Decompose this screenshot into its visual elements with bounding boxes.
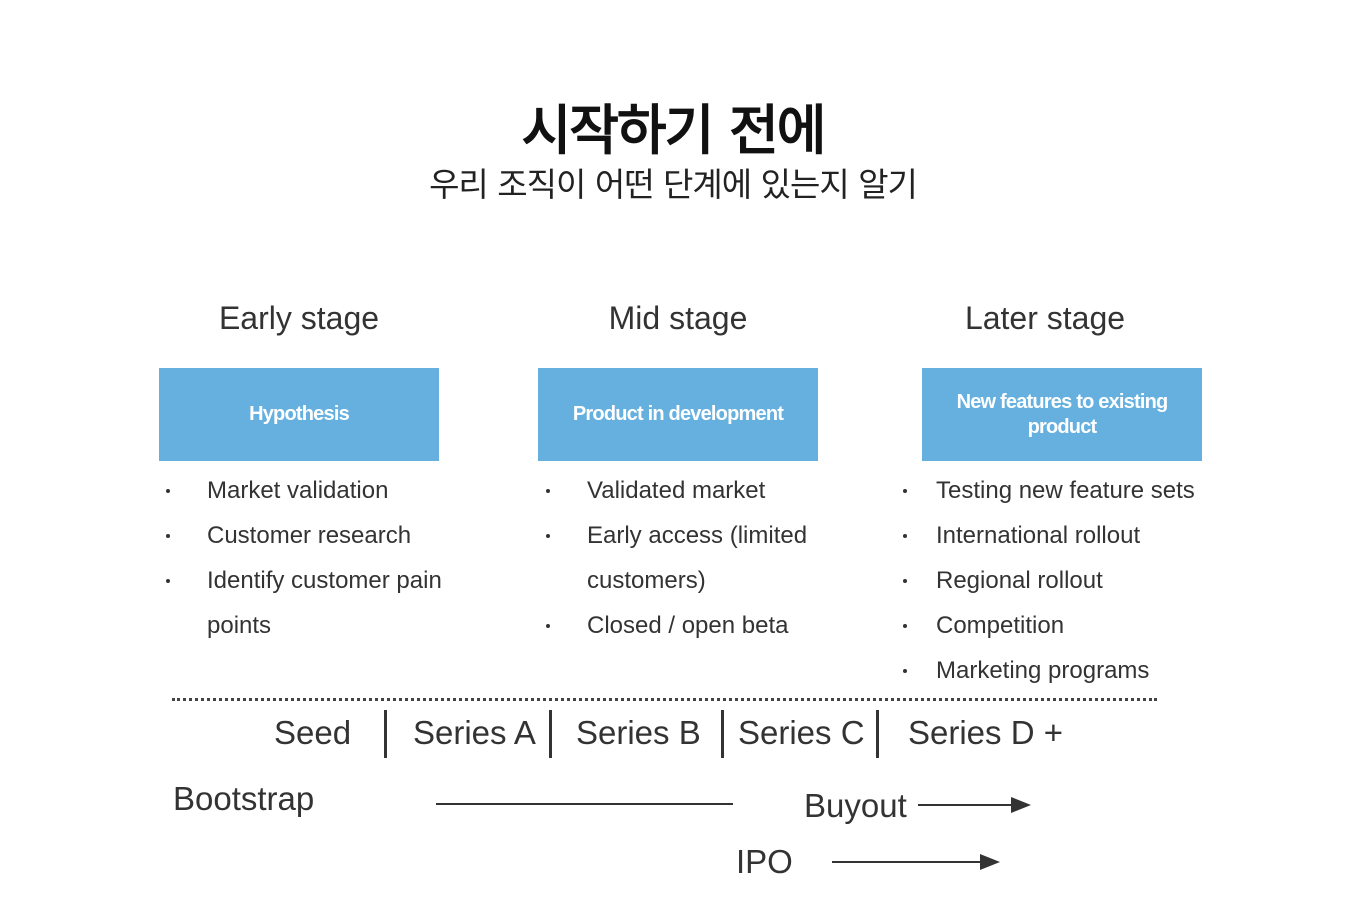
stage-bullet-list: Validated market Early access (limited c… xyxy=(546,468,827,648)
funding-round-series-b: Series B xyxy=(576,714,701,751)
bullet-text: International rollout xyxy=(936,522,1141,549)
bullet-text: Competition xyxy=(936,612,1065,639)
bullet-icon xyxy=(546,534,550,538)
bullet-text: Market validation xyxy=(207,477,389,504)
exit-buyout: Buyout xyxy=(804,787,907,824)
list-item: Customer research xyxy=(166,513,447,558)
round-separator xyxy=(876,710,879,758)
round-separator xyxy=(549,710,552,758)
list-item: Market validation xyxy=(166,468,447,513)
page-subtitle: 우리 조직이 어떤 단계에 있는지 알기 xyxy=(429,165,918,204)
bullet-icon xyxy=(903,624,907,628)
stage-bullet-list: Market validation Customer research Iden… xyxy=(166,468,447,648)
list-item: Closed / open beta xyxy=(546,603,827,648)
bullet-text: Closed / open beta xyxy=(587,612,789,639)
round-separator xyxy=(721,710,724,758)
funding-round-series-a: Series A xyxy=(413,714,536,751)
stage-heading: Mid stage xyxy=(608,300,748,336)
exit-ipo: IPO xyxy=(736,843,793,880)
bullet-text: Customer research xyxy=(207,522,412,549)
list-item: Early access (limited customers) xyxy=(546,513,827,603)
bullet-text: Identify customer pain points xyxy=(207,567,442,639)
buyout-arrow-line xyxy=(918,804,1013,806)
list-item: Competition xyxy=(903,603,1236,648)
bullet-text: Regional rollout xyxy=(936,567,1103,594)
stage-box: New features to existing product xyxy=(922,368,1202,461)
bullet-icon xyxy=(903,669,907,673)
bullet-icon xyxy=(903,489,907,493)
round-separator xyxy=(384,710,387,758)
list-item: Regional rollout xyxy=(903,558,1236,603)
funding-round-seed: Seed xyxy=(274,714,352,751)
list-item: International rollout xyxy=(903,513,1236,558)
bullet-text: Early access (limited customers) xyxy=(587,522,808,594)
page-title: 시작하기 전에 xyxy=(521,99,827,162)
buyout-arrow-icon xyxy=(1011,797,1031,813)
bullet-icon xyxy=(903,579,907,583)
bullet-icon xyxy=(166,489,170,493)
bullet-icon xyxy=(903,534,907,538)
ipo-arrow-icon xyxy=(980,854,1000,870)
list-item: Identify customer pain points xyxy=(166,558,447,648)
bullet-text: Marketing programs xyxy=(936,657,1150,684)
funding-round-series-d: Series D + xyxy=(908,714,1063,751)
stage-box: Hypothesis xyxy=(159,368,439,461)
bootstrap-line xyxy=(436,803,733,805)
bullet-icon xyxy=(546,624,550,628)
list-item: Validated market xyxy=(546,468,827,513)
stage-bullet-list: Testing new feature sets International r… xyxy=(903,468,1236,693)
dotted-divider xyxy=(172,698,1157,701)
stage-heading: Early stage xyxy=(218,300,380,336)
bullet-icon xyxy=(546,489,550,493)
bullet-text: Validated market xyxy=(587,477,766,504)
list-item: Testing new feature sets xyxy=(903,468,1236,513)
bullet-icon xyxy=(166,534,170,538)
bullet-text: Testing new feature sets xyxy=(936,477,1195,504)
exit-bootstrap: Bootstrap xyxy=(173,780,315,817)
funding-round-series-c: Series C xyxy=(738,714,865,751)
bullet-icon xyxy=(166,579,170,583)
list-item: Marketing programs xyxy=(903,648,1236,693)
ipo-arrow-line xyxy=(832,861,982,863)
stage-box: Product in development xyxy=(538,368,818,461)
stage-heading: Later stage xyxy=(964,300,1126,336)
